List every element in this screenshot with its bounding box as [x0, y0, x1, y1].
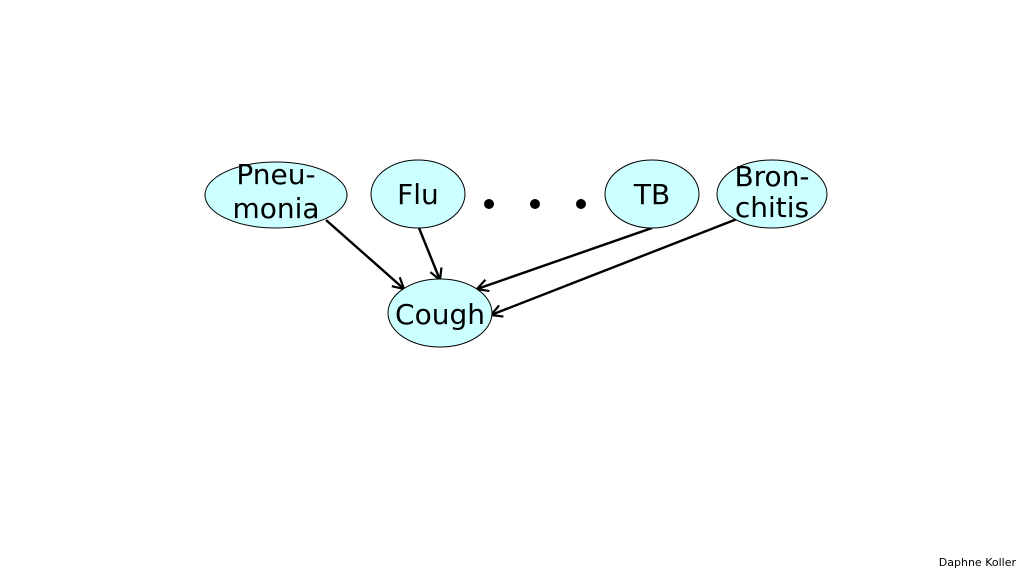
- node-flu-shape: [370, 159, 466, 229]
- node-bronchitis[interactable]: Bron- chitis: [716, 159, 828, 229]
- node-bronchitis-shape: [716, 159, 828, 229]
- edge-tb-cough: [477, 226, 653, 289]
- node-pneumonia-label-line1: Pneu-: [236, 158, 315, 191]
- node-tb[interactable]: TB: [604, 159, 700, 229]
- edge-pneumonia-cough: [325, 219, 404, 289]
- node-pneumonia-label-line2: monia: [232, 192, 319, 225]
- author-credit: Daphne Koller: [938, 556, 1016, 569]
- node-bronchitis-label-line2: chitis: [735, 191, 809, 224]
- edge-bronchitis-cough: [491, 217, 738, 315]
- ellipsis-dot: [576, 199, 586, 209]
- ellipsis-dot: [484, 199, 494, 209]
- node-cough-label: Cough: [395, 298, 485, 331]
- edges: [325, 217, 738, 315]
- node-pneumonia-shape: [204, 161, 348, 229]
- node-flu-label: Flu: [397, 178, 439, 211]
- node-bronchitis-label-line1: Bron-: [734, 160, 809, 193]
- ellipsis-dot: [530, 199, 540, 209]
- node-flu[interactable]: Flu: [370, 159, 466, 229]
- ellipsis-dots: [484, 199, 586, 209]
- node-tb-shape: [604, 159, 700, 229]
- edge-flu-cough: [417, 227, 440, 280]
- node-cough[interactable]: Cough: [387, 278, 493, 348]
- node-tb-label: TB: [633, 178, 670, 211]
- node-pneumonia[interactable]: Pneu- monia: [204, 158, 348, 229]
- node-cough-shape: [387, 278, 493, 348]
